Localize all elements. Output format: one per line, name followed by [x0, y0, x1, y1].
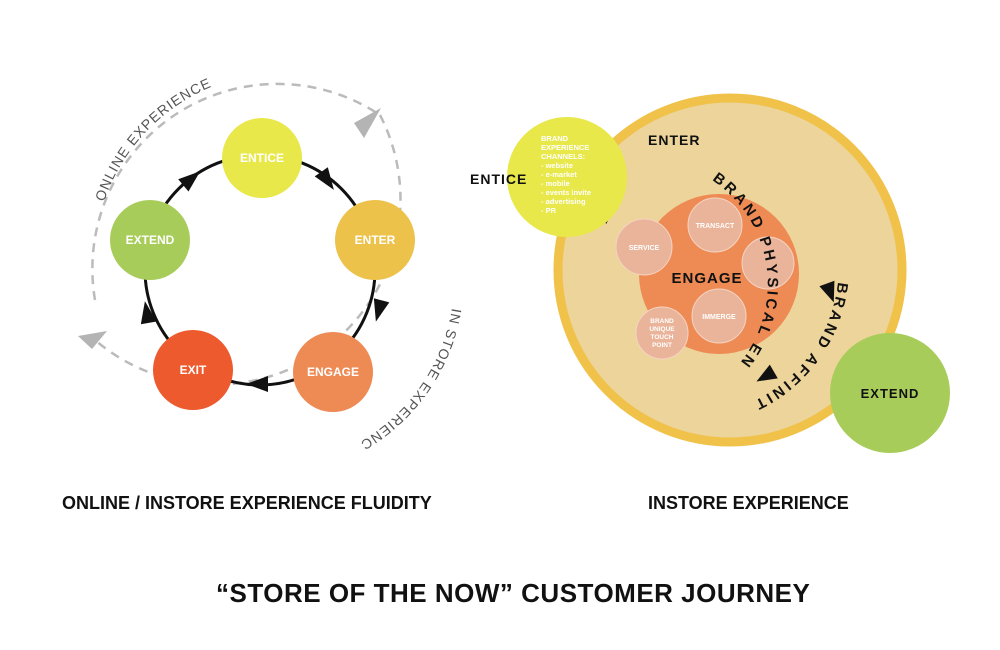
node-exit-label: EXIT — [180, 363, 207, 377]
extend-zone-label: EXTEND — [861, 386, 920, 401]
enter-zone-label: ENTER — [648, 132, 700, 148]
channel-line: BRAND — [541, 134, 569, 143]
channel-line: EXPERIENCE — [541, 143, 589, 152]
entice-zone-label: ENTICE — [470, 171, 527, 187]
node-extend-label: EXTEND — [126, 233, 175, 247]
channel-line: CHANNELS: — [541, 152, 585, 161]
immerge-circle: IMMERGE — [691, 288, 747, 344]
online-dashed-arc — [91, 82, 381, 301]
brand-touch-line-2: UNIQUE — [649, 326, 675, 333]
online-experience-label: ONLINE EXPERIENCE — [92, 74, 214, 203]
transact-label: TRANSACT — [696, 223, 735, 230]
engage-arrow-icon — [756, 364, 778, 382]
dashed-arrow-top-icon — [354, 108, 381, 138]
transact-circle: TRANSACT — [687, 197, 743, 253]
brand-touch-line-1: BRAND — [650, 318, 674, 325]
node-enter-label: ENTER — [355, 233, 396, 247]
service-circle: SERVICE — [615, 218, 673, 276]
cycle-arrow-icon — [140, 301, 157, 325]
channel-line: - events invite — [541, 188, 591, 197]
entice-channels-circle: BRAND EXPERIENCE CHANNELS: - website - e… — [507, 117, 627, 237]
channel-line: - e-market — [541, 170, 577, 179]
right-caption: INSTORE EXPERIENCE — [648, 493, 849, 513]
cycle-arrow-icon — [373, 298, 390, 322]
cycle-arrow-icon — [178, 171, 201, 192]
left-caption: ONLINE / INSTORE EXPERIENCE FLUIDITY — [62, 493, 432, 513]
node-engage: ENGAGE — [293, 332, 373, 412]
unlabeled-circle — [741, 236, 795, 290]
channel-line: - website — [541, 161, 573, 170]
channel-line: - advertising — [541, 197, 586, 206]
service-label: SERVICE — [629, 245, 660, 252]
engage-zone-label: ENGAGE — [671, 270, 742, 287]
extend-circle: EXTEND — [830, 333, 950, 453]
node-entice-label: ENTICE — [240, 151, 284, 165]
main-title: “STORE OF THE NOW” CUSTOMER JOURNEY — [216, 578, 811, 608]
brand-touch-point-circle: BRAND UNIQUE TOUCH POINT — [635, 306, 689, 360]
node-entice: ENTICE — [222, 118, 302, 198]
channel-line: - PR — [541, 206, 557, 215]
brand-touch-line-3: TOUCH — [651, 334, 674, 341]
node-exit: EXIT — [153, 330, 233, 410]
brand-touch-line-4: POINT — [652, 342, 672, 349]
immerge-label: IMMERGE — [702, 314, 736, 321]
channel-line: - mobile — [541, 179, 570, 188]
cycle-arrow-icon — [314, 167, 334, 190]
node-engage-label: ENGAGE — [307, 365, 359, 379]
node-enter: ENTER — [335, 200, 415, 280]
node-extend: EXTEND — [110, 200, 190, 280]
cycle-arrow-icon — [246, 376, 268, 392]
dashed-arrow-left-icon — [78, 331, 107, 349]
engage-arrow-icon — [819, 280, 835, 303]
